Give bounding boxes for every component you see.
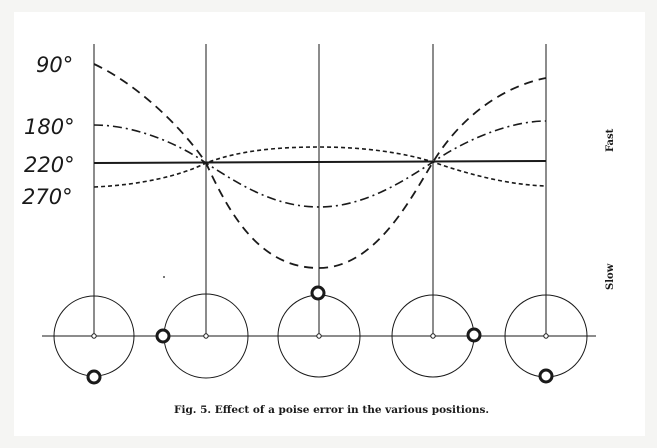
pivot [91,333,97,339]
label-220: 220° [24,153,75,177]
label-180: 180° [24,115,75,139]
label-90: 90° [36,53,73,77]
poise-weight [310,285,326,301]
pivot [203,333,209,339]
poise-weight [466,327,482,343]
curve-220 [93,160,547,164]
curve-180 [93,120,547,208]
label-fast: Fast [605,128,616,152]
figure-caption: Fig. 5. Effect of a poise error in the v… [174,404,489,416]
poise-weight [155,328,171,344]
curve-270 [93,146,547,188]
poise-weight [538,368,554,384]
poise-weights [86,285,554,385]
label-slow: Slow [605,263,616,290]
print-speck [163,276,165,278]
poise-weight [86,369,102,385]
page-sheet [14,12,645,436]
curve-90 [93,63,547,269]
pivot [430,333,436,339]
pivots [91,333,549,339]
pivot [543,333,549,339]
pivot [316,333,322,339]
label-270: 270° [22,185,73,209]
